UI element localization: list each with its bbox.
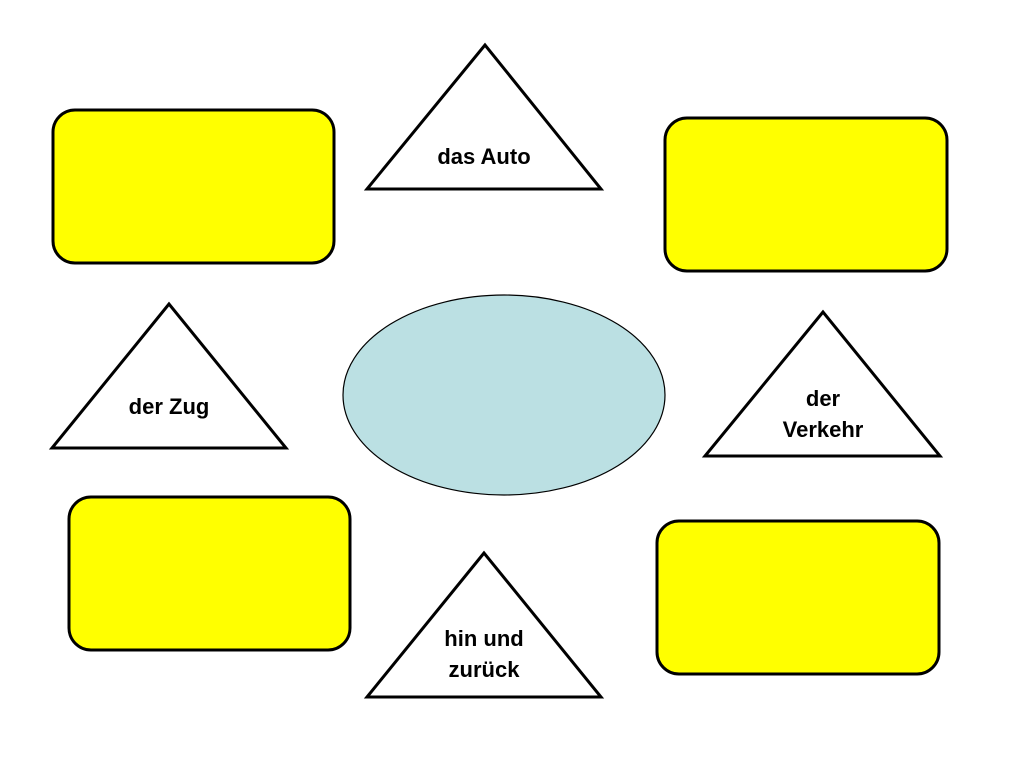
triangle-label-das-auto: das Auto (437, 144, 530, 169)
triangle-label-verkehr: Verkehr (783, 417, 864, 442)
triangle-label-hin-und: hin und (444, 626, 523, 651)
triangle-label-der: der (806, 386, 841, 411)
yellow-box-top-left (51, 108, 336, 265)
yellow-box-bottom-right (655, 519, 941, 676)
triangle-left (48, 301, 290, 450)
yellow-box-bottom-left (67, 495, 352, 652)
triangle-label-zurueck: zurück (449, 657, 521, 682)
triangle-right (701, 309, 944, 458)
yellow-box-top-right (663, 116, 949, 273)
center-ellipse (342, 294, 666, 496)
triangle-label-der-zug: der Zug (129, 394, 210, 419)
triangle-top (363, 42, 605, 191)
triangle-bottom (363, 550, 605, 699)
